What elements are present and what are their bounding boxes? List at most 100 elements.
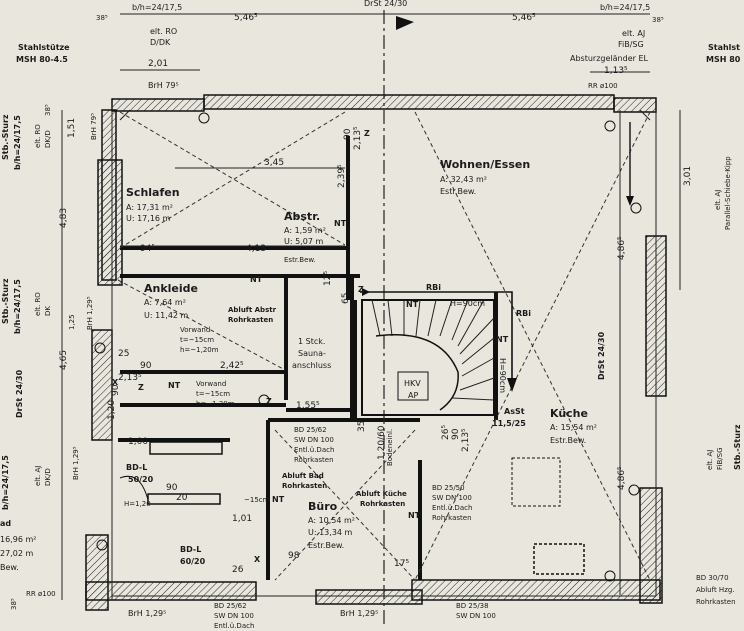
top-left-span: 5,46⁵ xyxy=(234,13,258,23)
room-kueche: Küche A: 15,54 m² Estr.Bew. xyxy=(550,407,597,445)
asst-value: 11,5/25 xyxy=(492,419,526,428)
misc-labels: NT NT NT NT NT NT NT Z Z Z Z X X RBi RBi… xyxy=(0,129,736,630)
abluft-kueche-2: Rohrkasten xyxy=(360,500,405,508)
nt-label-7: NT xyxy=(408,511,421,520)
room-wohnen-essen: Wohnen/Essen A: 32,43 m² Estr.Bew. xyxy=(440,158,530,196)
room-perimeter: U: 5,07 m xyxy=(284,237,323,246)
room-note: Estr.Bew. xyxy=(284,256,316,264)
bd-mid-2: SW DN 100 xyxy=(432,494,472,502)
vorwand-3: h=~1,20m xyxy=(180,346,219,354)
bd-bottom-3: Entl.ü.Dach xyxy=(214,622,254,630)
z-label-4: Z xyxy=(266,397,272,406)
top-left-201: 2,01 xyxy=(148,59,168,69)
dim-486-b: 4,86⁵ xyxy=(617,466,627,490)
stahl-right-2: MSH 80 xyxy=(706,55,741,64)
h90-label-2: H=90cm xyxy=(498,358,507,393)
dim-38-left: 38⁵ xyxy=(44,104,52,116)
room-perimeter: U: 17,16 m xyxy=(126,214,171,223)
room-area: A: 32,43 m² xyxy=(440,175,487,184)
dim-239: 2,39⁵ xyxy=(337,164,347,188)
room-area: A: 15,54 m² xyxy=(550,423,597,432)
x-label-2: X xyxy=(254,555,261,564)
room-name: Abstr. xyxy=(284,210,320,223)
ap-label: AP xyxy=(408,391,418,400)
bd-bottom-4: BD 25/38 xyxy=(456,602,489,610)
nt-label-1: NT xyxy=(250,275,263,284)
room-buero: Büro A: 10,54 m² U: 13,34 m Estr.Bew. xyxy=(308,500,355,550)
bdl-3: BD-L xyxy=(180,545,201,554)
rbi-label-2: RBi xyxy=(516,309,531,318)
stahl-left-1: Stahlstütze xyxy=(18,43,70,52)
bad-note: Bew. xyxy=(0,563,19,572)
right-fb: FiB/SG xyxy=(716,448,724,471)
bad-area: 16,96 m² xyxy=(0,535,36,544)
dim-100: 1,00 xyxy=(128,437,148,447)
dim-120-60: 1,20/60 xyxy=(377,425,387,460)
bd-mid-3: Entl.ü.Dach xyxy=(432,504,472,512)
dim-35: 35 xyxy=(357,421,367,432)
room-perimeter: U: 11,42 m xyxy=(144,311,189,320)
guide-lines xyxy=(117,10,651,625)
top-annotations: b/h=24/17,5 b/h=24/17,5 5,46⁵ 5,46⁵ DrSt… xyxy=(16,0,741,90)
left-elt-2: elt. RO xyxy=(34,292,42,316)
top-brh-left: BrH 79⁵ xyxy=(148,81,179,90)
staircase xyxy=(361,299,495,416)
room-area: A: 17,31 m² xyxy=(126,203,173,212)
top-rr: RR ø100 xyxy=(588,82,618,90)
dim-345: 3,45 xyxy=(264,158,284,168)
bd-top-3: Entl.ü.Dach xyxy=(294,446,334,454)
top-right-113: 1,13⁵ xyxy=(604,66,628,76)
z-label-2: Z xyxy=(358,285,364,294)
dim-20: 20 xyxy=(176,493,188,503)
right-aj-2: elt. AJ xyxy=(706,450,714,470)
bd-top-1: BD 25/62 xyxy=(294,426,327,434)
nt-label-5: NT xyxy=(168,381,181,390)
dim-125: 1,25 xyxy=(68,314,76,330)
bdl-4: 60/20 xyxy=(180,557,206,566)
vorwand-4: Vorwand xyxy=(196,380,226,388)
top-right-fb: FiB/SG xyxy=(618,40,644,49)
room-ankleide: Ankleide A: 7,64 m² U: 11,42 m xyxy=(144,282,198,320)
nt-label-3: NT xyxy=(406,300,419,309)
dim-242: 2,42⁵ xyxy=(220,361,244,371)
bdl-1: BD-L xyxy=(126,463,147,472)
dim-17: 17⁵ xyxy=(394,559,409,569)
bd-bottom-1: BD 25/62 xyxy=(214,602,247,610)
bathroom-fixtures xyxy=(119,441,585,575)
bd-3070: BD 30/70 xyxy=(696,574,729,582)
right-aj: elt. AJ xyxy=(714,190,722,210)
room-note: Estr.Bew. xyxy=(440,187,476,196)
dim-90-a: 90 xyxy=(140,361,152,371)
e-markers xyxy=(94,112,642,582)
nt-label-2: NT xyxy=(334,219,347,228)
dim-213-c: 2,13⁵ xyxy=(461,428,471,452)
right-side-labels: DrSt 24/30 elt. AJ Parallel-Schiebe-Kipp… xyxy=(597,156,742,490)
dim-213-b: 2,13⁵ xyxy=(353,126,363,150)
abluft-kueche-1: Abluft Küche xyxy=(356,490,407,498)
room-perimeter: U: 13,34 m xyxy=(308,528,353,537)
dim-15: ~15cm xyxy=(244,496,270,504)
stahl-left-2: MSH 80-4.5 xyxy=(16,55,68,64)
dim-90-c: 90 xyxy=(343,128,353,140)
left-side-labels: Stb.-Sturz b/h=24/17,5 Stb.-Sturz b/h=24… xyxy=(1,104,98,610)
dim-155: 1,55⁵ xyxy=(296,401,320,411)
dim-101: 1,01 xyxy=(232,514,252,524)
vorwand-2: t=~15cm xyxy=(180,336,214,344)
dim-26: 26 xyxy=(232,565,244,575)
room-abstr: Abstr. A: 1,59 m² U: 5,07 m Estr.Bew. xyxy=(284,210,326,264)
dim-90-e: 90 xyxy=(111,384,121,396)
room-schlafen: Schlafen A: 17,31 m² U: 17,16 m xyxy=(126,186,180,223)
bd-bottom-2: SW DN 100 xyxy=(214,612,254,620)
left-bh-1: b/h=24/17,5 xyxy=(13,115,22,170)
room-name: Schlafen xyxy=(126,186,180,199)
nt-label-6: NT xyxy=(272,495,285,504)
bad-perimeter: 27,02 m xyxy=(0,549,33,558)
right-drst: DrSt 24/30 xyxy=(597,331,606,380)
rr-bottom: RR ø100 xyxy=(26,590,56,598)
dim-38-bottom: 38⁵ xyxy=(10,598,18,610)
top-right-span: 5,46⁵ xyxy=(512,13,536,23)
vorwand-5: t=~15cm xyxy=(196,390,230,398)
left-dk-3: DK/D xyxy=(44,468,52,486)
top-left-el: elt. RO xyxy=(150,27,177,36)
